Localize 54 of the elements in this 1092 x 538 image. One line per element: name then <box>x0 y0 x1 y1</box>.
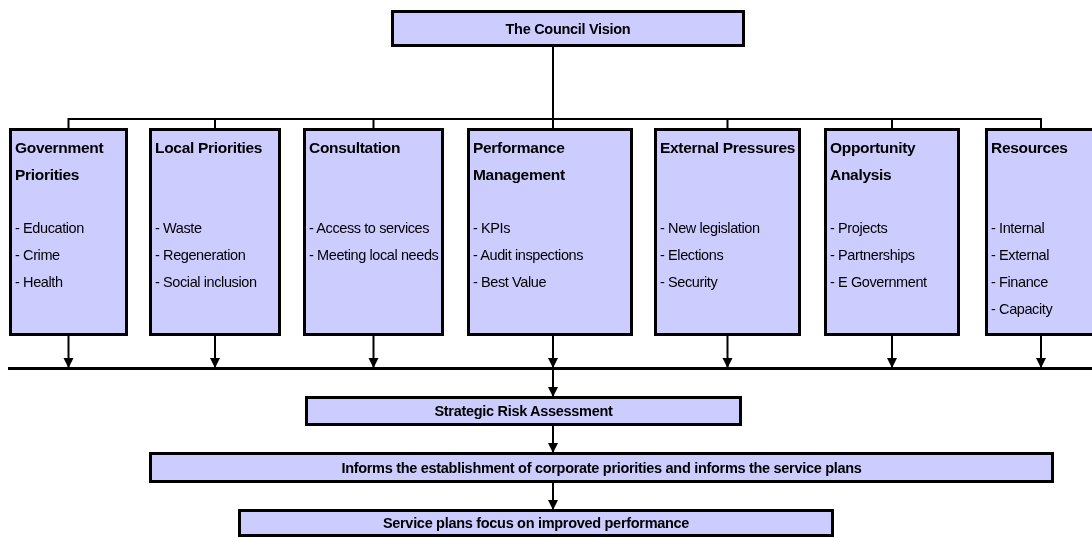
category-box <box>467 128 633 336</box>
list-item: - Best Value <box>473 273 548 292</box>
category-box <box>985 128 1092 336</box>
category-box <box>149 128 281 336</box>
category-box <box>824 128 960 336</box>
arrow <box>210 335 220 368</box>
arrow <box>722 335 733 368</box>
arrow <box>368 335 379 368</box>
list-item: - Social inclusion <box>155 273 258 292</box>
box-label: Strategic Risk Assessment <box>434 403 613 419</box>
arrow <box>1036 335 1046 368</box>
arrow <box>548 425 558 453</box>
list-item: - Regeneration <box>155 246 247 265</box>
bus-line <box>8 367 1092 370</box>
list-item: - Security <box>660 273 719 292</box>
process-box <box>391 10 745 47</box>
category-heading: Local Priorities <box>155 138 264 158</box>
list-item: - Partnerships <box>830 246 916 265</box>
list-item: - Audit inspections <box>473 246 585 265</box>
arrow <box>548 335 558 368</box>
box-label: The Council Vision <box>505 20 631 37</box>
process-box <box>238 509 834 537</box>
list-item: - Crime <box>15 246 61 265</box>
list-item: - New legislation <box>660 219 761 238</box>
box-label: Informs the establishment of corporate priorities and informs the service plans <box>341 459 862 476</box>
arrow <box>548 482 558 510</box>
list-item: - KPIs <box>473 219 512 238</box>
list-item: - Internal <box>991 219 1046 238</box>
category-box <box>303 128 444 336</box>
list-item: - Education <box>15 219 85 238</box>
process-box <box>149 452 1054 483</box>
category-heading: Government Priorities <box>15 138 105 185</box>
arrow <box>548 369 558 397</box>
category-heading: Opportunity Analysis <box>830 138 917 185</box>
category-box <box>654 128 801 336</box>
list-item: - Waste <box>155 219 203 238</box>
list-item: - Access to services <box>309 219 431 238</box>
list-item: - External <box>991 246 1051 265</box>
list-item: - Capacity <box>991 300 1054 319</box>
process-box <box>305 396 742 426</box>
list-item: - Finance <box>991 273 1049 292</box>
list-item: - Meeting local needs <box>309 246 439 265</box>
list-item: - Elections <box>660 246 725 265</box>
category-box <box>9 128 128 336</box>
category-heading: External Pressures <box>660 138 796 158</box>
category-heading: Resources <box>991 138 1069 158</box>
arrow <box>887 335 897 368</box>
category-heading: Consultation <box>309 138 402 158</box>
list-item: - E Government <box>830 273 928 292</box>
category-heading: Performance Management <box>473 138 566 185</box>
list-item: - Projects <box>830 219 889 238</box>
box-label: Service plans focus on improved performance <box>382 515 690 531</box>
arrow <box>63 335 74 368</box>
list-item: - Health <box>15 273 64 292</box>
